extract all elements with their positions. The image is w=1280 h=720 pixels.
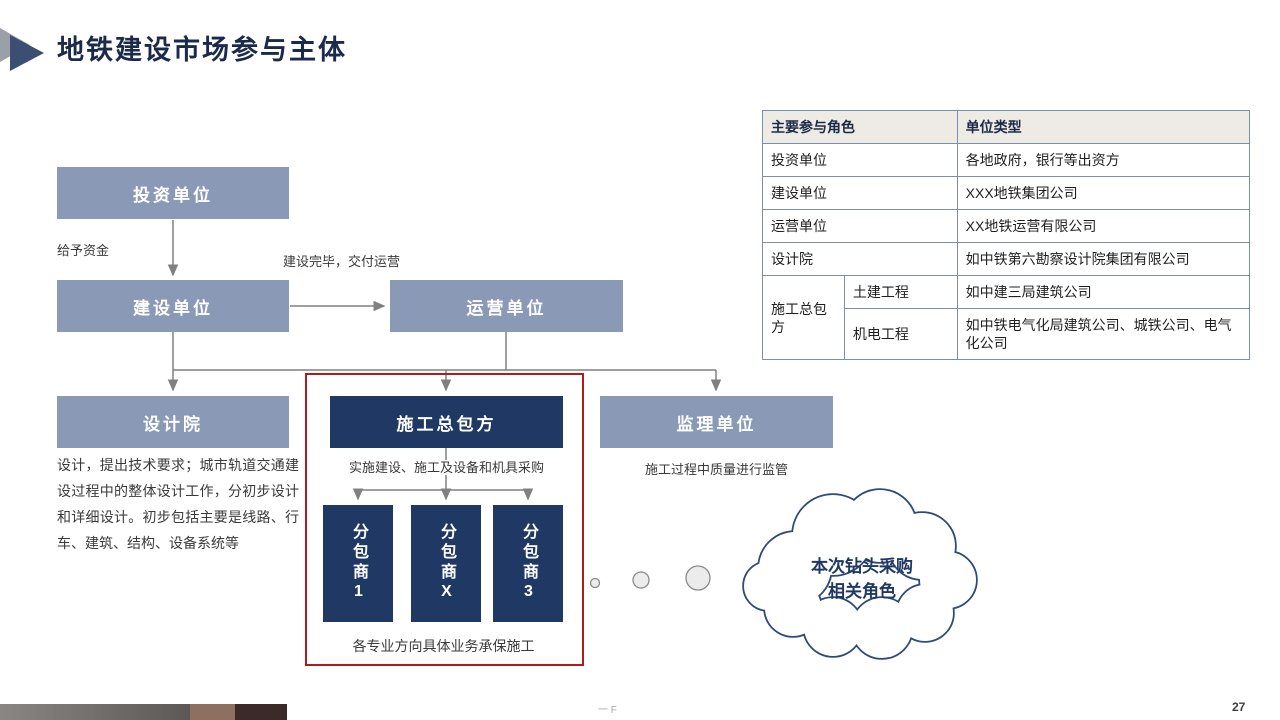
builder-box: 建设单位 [57, 280, 289, 332]
supervision-note: 施工过程中质量进行监管 [644, 462, 788, 477]
funds-label: 给予资金 [57, 243, 110, 258]
footer-mark: 一 F [598, 705, 617, 716]
cell-type: 如中铁第六勘察设计院集团有限公司 [956, 242, 1251, 276]
footer-bar-segment [235, 704, 287, 720]
table-row: 设计院 如中铁第六勘察设计院集团有限公司 [762, 242, 1251, 276]
cloud-callout-text: 本次钻头采购 相关角色 [778, 554, 946, 604]
cell-subrole: 土建工程 [843, 275, 958, 309]
cell-type: 如中建三局建筑公司 [956, 275, 1251, 309]
cell-type: 如中铁电气化局建筑公司、城铁公司、电气化公司 [956, 308, 1251, 360]
table-row: 运营单位 XX地铁运营有限公司 [762, 209, 1251, 243]
supervision-box: 监理单位 [600, 396, 833, 448]
general-contractor-box: 施工总包方 [330, 396, 563, 448]
subcontractor-x-box: 分包商X [411, 505, 481, 622]
table-header-row: 主要参与角色 单位类型 [762, 110, 1251, 144]
subcontractor-x-label: 分包商X [438, 523, 455, 604]
page-title: 地铁建设市场参与主体 [57, 35, 347, 65]
design-institute-box: 设计院 [57, 396, 289, 448]
cell-role: 施工总包方 [762, 275, 845, 360]
table-row: 机电工程 如中铁电气化局建筑公司、城铁公司、电气化公司 [763, 308, 1251, 360]
cell-type: XXX地铁集团公司 [956, 176, 1251, 210]
cell-type: 各地政府，银行等出资方 [956, 143, 1251, 177]
cloud-line-1: 本次钻头采购 [811, 557, 913, 576]
table-row: 投资单位 各地政府，银行等出资方 [762, 143, 1251, 177]
header-role: 主要参与角色 [762, 110, 958, 144]
footer-bar-segment [0, 704, 190, 720]
title-chevron-icon [0, 28, 44, 71]
footer-accent-bar [0, 704, 287, 720]
roles-table: 主要参与角色 单位类型 投资单位 各地政府，银行等出资方 建设单位 XXX地铁集… [762, 110, 1251, 360]
cell-role: 运营单位 [762, 209, 958, 243]
subcontractor-note: 各专业方向具体业务承保施工 [352, 638, 535, 654]
contractor-note: 实施建设、施工及设备和机具采购 [345, 460, 547, 475]
subcontractor-1-box: 分包商1 [323, 505, 393, 622]
page-number: 27 [1232, 700, 1246, 714]
thought-dots-icon [589, 565, 711, 591]
design-institute-note: 设计，提出技术要求；城市轨道交通建设过程中的整体设计工作，分初步设计和详细设计。… [57, 457, 299, 551]
cell-role: 投资单位 [762, 143, 958, 177]
handover-label: 建设完毕，交付运营 [283, 254, 401, 269]
cloud-line-2: 相关角色 [828, 582, 896, 601]
subcontractor-1-label: 分包商1 [350, 523, 367, 604]
subcontractor-3-label: 分包商3 [520, 523, 537, 604]
subcontractor-3-box: 分包商3 [493, 505, 563, 622]
table-row: 施工总包方 土建工程 如中建三局建筑公司 [762, 275, 1251, 360]
cell-role: 建设单位 [762, 176, 958, 210]
cell-type: XX地铁运营有限公司 [956, 209, 1251, 243]
header-type: 单位类型 [956, 110, 1251, 144]
footer-bar-segment [190, 704, 235, 720]
cell-role: 设计院 [762, 242, 958, 276]
investor-box: 投资单位 [57, 167, 289, 219]
operator-box: 运营单位 [390, 280, 623, 332]
table-row: 建设单位 XXX地铁集团公司 [762, 176, 1251, 210]
cell-subrole: 机电工程 [843, 308, 958, 360]
